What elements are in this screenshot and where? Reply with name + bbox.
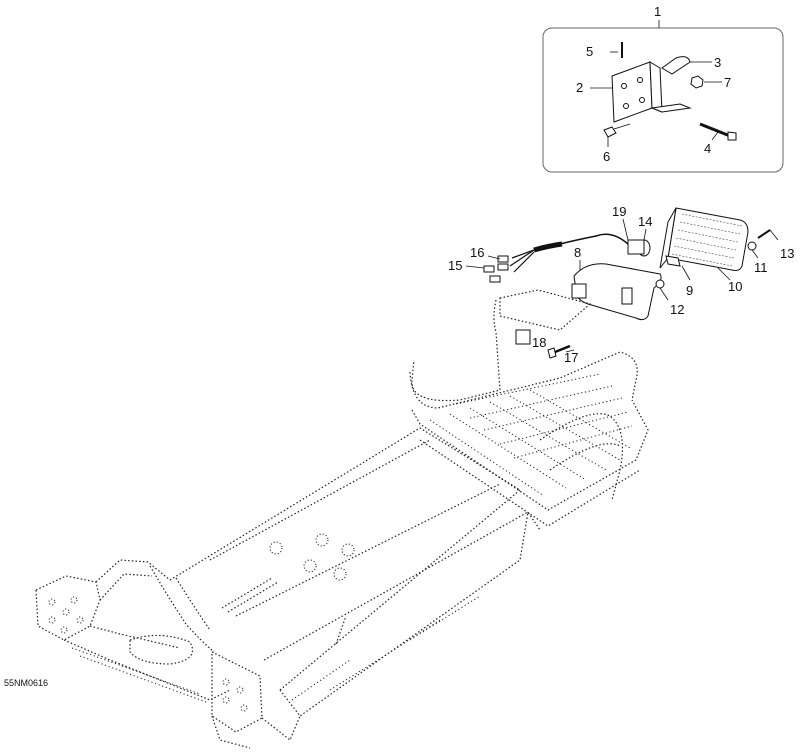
- callout-13: 13: [780, 246, 794, 261]
- callout-5: 5: [586, 44, 593, 59]
- callout-10: 10: [728, 279, 742, 294]
- nut-7: [690, 75, 704, 89]
- callout-18: 18: [532, 335, 546, 350]
- screw-6: [603, 123, 631, 138]
- nut-18: [515, 329, 531, 345]
- license-bracket-plate: [611, 56, 692, 123]
- callout-4: 4: [704, 141, 711, 156]
- callout-14: 14: [638, 214, 652, 229]
- callout-2: 2: [576, 80, 583, 95]
- callout-19: 19: [612, 204, 626, 219]
- taillight-lens: [659, 207, 749, 271]
- callout-11: 11: [754, 260, 768, 275]
- terminals: [483, 255, 509, 283]
- washer-12: [655, 279, 665, 289]
- frame-tunnel: [35, 289, 649, 749]
- callout-8: 8: [574, 245, 581, 260]
- screw-13: [757, 229, 771, 239]
- callout-12: 12: [670, 302, 684, 317]
- callout-15: 15: [448, 258, 462, 273]
- washer-11: [747, 241, 757, 251]
- kit-box: 1 5 2 3 7: [542, 4, 784, 173]
- taillight-bracket: [571, 263, 662, 321]
- wiring-harness: [509, 233, 629, 273]
- taillight-assembly: 19 14 16 15 8 9 10 11 12 13 17 18: [448, 204, 794, 365]
- drawing-code: 55NM0616: [4, 678, 48, 688]
- callout-9: 9: [686, 283, 693, 298]
- bolt-4: [699, 122, 737, 141]
- screw-17: [547, 344, 571, 359]
- bulb-socket: [627, 239, 651, 257]
- screw-9: [665, 255, 681, 267]
- callout-3: 3: [714, 55, 721, 70]
- callout-16: 16: [470, 245, 484, 260]
- callout-6: 6: [603, 149, 610, 164]
- callout-7: 7: [724, 75, 731, 90]
- callout-17: 17: [564, 350, 578, 365]
- callout-1: 1: [654, 4, 661, 19]
